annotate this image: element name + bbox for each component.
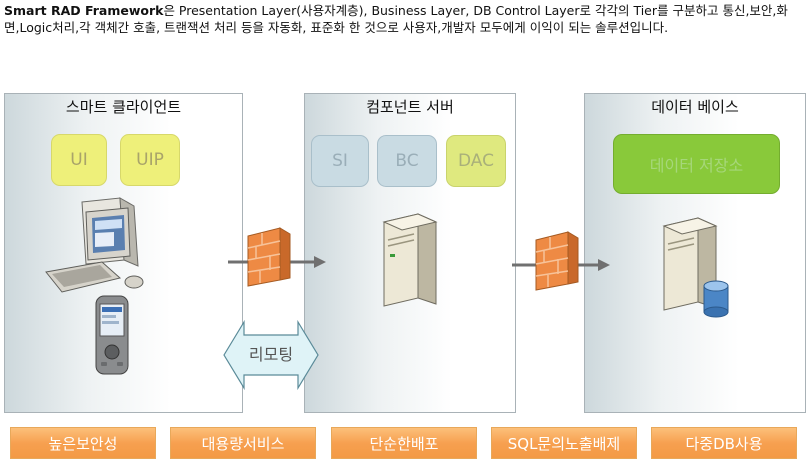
dac-module: DAC	[446, 135, 506, 187]
desktop-computer-icon	[45, 197, 144, 293]
server-panel-title: 컴포넌트 서버	[366, 98, 454, 116]
intro-text: Smart RAD Framework은 Presentation Layer(…	[4, 2, 794, 36]
database-server-icon	[662, 217, 729, 318]
remoting-double-arrow: 리모팅	[223, 319, 319, 391]
si-module: SI	[311, 135, 369, 187]
uip-module: UIP	[120, 134, 180, 186]
feature-simple-deployment: 단순한배포	[331, 427, 477, 459]
data-store-box: 데이터 저장소	[613, 134, 780, 194]
firewall-icon-2	[535, 231, 579, 291]
intro-bold-title: Smart RAD Framework	[4, 3, 164, 18]
client-panel-title: 스마트 클라이언트	[65, 98, 182, 116]
feature-sql-exposure-prevention: SQL문의노출배제	[491, 427, 637, 459]
feature-high-volume-service: 대용량서비스	[170, 427, 316, 459]
feature-high-security: 높은보안성	[10, 427, 156, 459]
bc-module: BC	[377, 135, 437, 187]
database-panel-title: 데이터 베이스	[651, 98, 739, 116]
ui-module: UI	[51, 134, 107, 186]
server-icon	[382, 213, 438, 307]
intro-description: 은 Presentation Layer(사용자계층), Business La…	[4, 3, 788, 35]
pda-icon	[95, 295, 129, 375]
feature-multi-db-support: 다중DB사용	[651, 427, 797, 459]
firewall-icon	[247, 227, 291, 287]
remoting-label: 리모팅	[249, 345, 293, 364]
